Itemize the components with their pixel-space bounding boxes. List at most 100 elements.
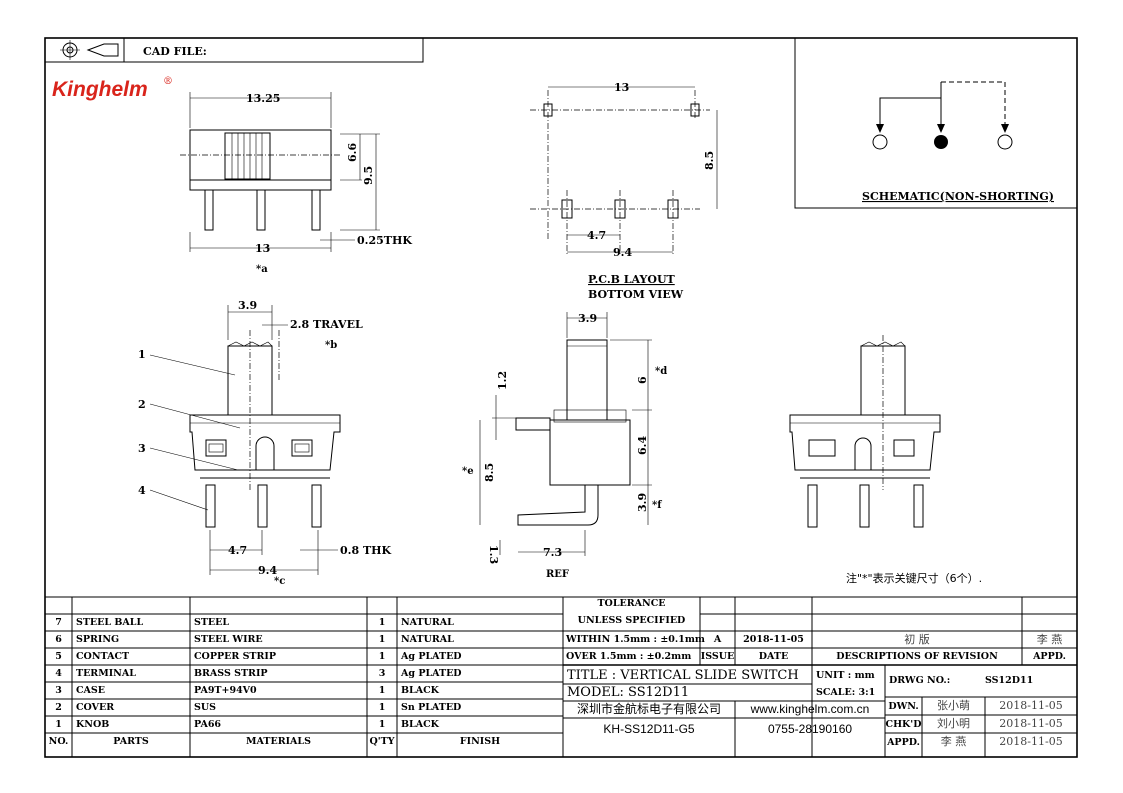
- header-parts: PARTS: [113, 736, 149, 747]
- schematic-box: [794, 37, 1078, 209]
- mark-e: *e: [462, 466, 474, 477]
- bom-cell-finish: NATURAL: [401, 617, 454, 628]
- dim-height-1: 6.6: [346, 143, 359, 162]
- bom-cell-part: COVER: [76, 702, 115, 713]
- mark-c: *c: [274, 576, 285, 587]
- pcb-dim-height: 8.5: [703, 151, 716, 170]
- side-dim-7: 7.3: [543, 546, 562, 559]
- header-qty: Q'TY: [369, 736, 395, 747]
- mark-f: *f: [652, 500, 662, 511]
- bom-cell-part: TERMINAL: [76, 668, 136, 679]
- bom-cell-qty: 1: [378, 702, 386, 713]
- side-dim-3: 6.4: [636, 436, 649, 455]
- checked-label: CHK'D: [885, 719, 922, 730]
- dim-width-top: 13.25: [246, 92, 280, 105]
- model-label: MODEL: SS12D11: [567, 685, 690, 700]
- schematic-diagram: [872, 81, 1013, 150]
- pcb-layout-title: P.C.B LAYOUT: [588, 273, 676, 286]
- bom-cell-part: KNOB: [76, 719, 110, 730]
- front-dim-travel: 2.8 TRAVEL: [290, 318, 363, 331]
- drawing-number: SS12D11: [985, 675, 1034, 686]
- header-no: NO.: [48, 736, 69, 747]
- kinghelm-logo: Kinghelm: [52, 78, 148, 101]
- document-number: KH-SS12D11-G5: [603, 722, 695, 736]
- revision-approver: 李 燕: [1036, 633, 1063, 646]
- approved-date: 2018-11-05: [999, 735, 1063, 748]
- bom-cell-finish: NATURAL: [401, 634, 454, 645]
- bom-cell-no: 6: [55, 634, 62, 645]
- pcb-bottom-view-label: BOTTOM VIEW: [588, 288, 684, 301]
- bom-cell-finish: Sn PLATED: [401, 702, 462, 713]
- front-dim-thk: 0.8 THK: [340, 544, 392, 557]
- bom-cell-qty: 1: [378, 719, 386, 730]
- callout-3: 3: [138, 442, 146, 455]
- drawing-number-label: DRWG NO.:: [889, 675, 951, 686]
- mark-d: *d: [655, 366, 667, 377]
- drawn-by: 张小萌: [937, 699, 970, 712]
- bom-cell-material: BRASS STRIP: [194, 668, 268, 679]
- side-view: [479, 312, 652, 556]
- registered-mark: ®: [163, 76, 173, 87]
- bom-cell-part: STEEL BALL: [76, 617, 144, 628]
- bom-cell-material: PA66: [194, 719, 222, 730]
- bom-cell-no: 4: [55, 668, 62, 679]
- pcb-layout-view: [530, 86, 718, 255]
- dim-height-2: 9.5: [362, 166, 375, 185]
- revision-date: 2018-11-05: [743, 634, 804, 645]
- date-label: DATE: [758, 651, 789, 662]
- schematic-title: SCHEMATIC(NON-SHORTING): [862, 190, 1054, 203]
- front-dim-span: 9.4: [258, 564, 277, 577]
- bom-cell-no: 2: [55, 702, 62, 713]
- drawing-title: TITLE : VERTICAL SLIDE SWITCH: [567, 668, 799, 683]
- bom-cell-no: 3: [55, 685, 62, 696]
- side-dim-2: 6: [636, 376, 649, 384]
- bom-cell-qty: 3: [378, 668, 386, 679]
- header-finish: FINISH: [459, 736, 501, 747]
- approved-label: APPD.: [887, 737, 920, 748]
- bom-table-grid: [45, 596, 1077, 757]
- bom-cell-material: SUS: [194, 702, 217, 713]
- projection-symbol-icon: [60, 40, 119, 60]
- bom-cell-part: CONTACT: [76, 651, 130, 662]
- key-dimension-note: 注"*"表示关键尺寸（6个）.: [846, 571, 982, 585]
- mark-b: *b: [325, 340, 337, 351]
- approved-by: 李 燕: [940, 735, 967, 748]
- header-materials: MATERIALS: [246, 736, 311, 747]
- side-dim-1: 1.2: [496, 371, 509, 390]
- tolerance-subtitle: UNLESS SPECIFIED: [577, 615, 686, 626]
- bom-cell-part: SPRING: [76, 634, 120, 645]
- company-website: www.kinghelm.com.cn: [750, 702, 870, 716]
- bom-cell-qty: 1: [378, 617, 386, 628]
- cad-file-label: CAD FILE:: [143, 45, 207, 58]
- tolerance-within: WITHIN 1.5mm : ±0.1mm: [566, 634, 705, 645]
- side-dim-6: 1.3: [487, 545, 500, 564]
- revision-issue: A: [713, 634, 722, 645]
- bom-cell-qty: 1: [378, 685, 386, 696]
- bom-cell-finish: Ag PLATED: [401, 668, 462, 679]
- rear-view: [789, 335, 941, 528]
- bom-cell-material: COPPER STRIP: [194, 651, 276, 662]
- bom-cell-finish: BLACK: [401, 685, 439, 696]
- bom-cell-finish: BLACK: [401, 719, 439, 730]
- revision-description: 初 版: [904, 633, 930, 646]
- bom-cell-material: STEEL: [194, 617, 230, 628]
- checked-by: 刘小明: [937, 717, 970, 730]
- company-name: 深圳市金航标电子有限公司: [576, 702, 721, 716]
- pcb-dim-width: 13: [614, 81, 629, 94]
- bom-cell-material: STEEL WIRE: [194, 634, 263, 645]
- issue-label: ISSUE: [700, 651, 735, 662]
- side-dim-knob: 3.9: [578, 312, 597, 325]
- drawn-date: 2018-11-05: [999, 699, 1063, 712]
- callout-1: 1: [138, 348, 146, 361]
- description-label: DESCRIPTIONS OF REVISION: [836, 651, 998, 662]
- bom-cell-finish: Ag PLATED: [401, 651, 462, 662]
- company-phone: 0755-28190160: [767, 722, 853, 736]
- scale-label: SCALE: 3:1: [816, 687, 876, 698]
- bom-cell-qty: 1: [378, 634, 386, 645]
- bom-cell-no: 7: [55, 617, 62, 628]
- pcb-dim-span: 9.4: [613, 246, 632, 259]
- bom-cell-no: 1: [55, 719, 62, 730]
- callout-4: 4: [138, 484, 146, 497]
- side-ref: REF: [546, 569, 569, 580]
